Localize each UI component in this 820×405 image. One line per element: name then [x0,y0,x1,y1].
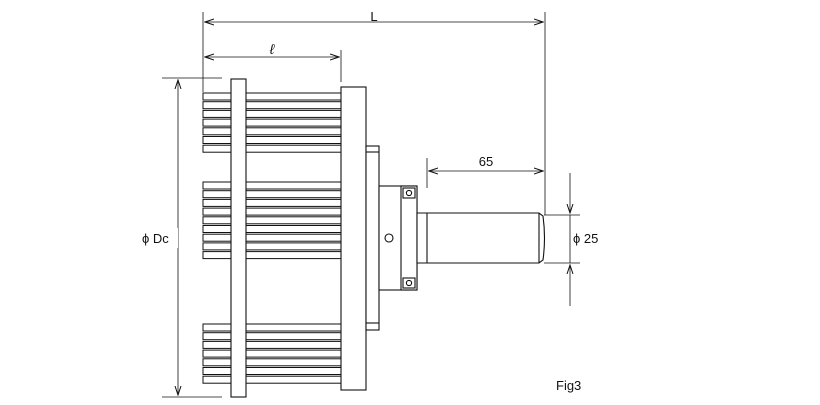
fin [202,323,342,332]
dimension-shaft-length: 65 [429,154,543,171]
fin [202,101,342,110]
front-plate [230,78,247,398]
dimension-L-label: L [370,9,377,24]
shaft [416,212,546,264]
fin [202,198,342,207]
fin [202,233,342,242]
screw-hole-top [405,189,413,197]
fin [202,358,342,367]
fin [202,349,342,358]
dimension-fin-length: ℓ [205,41,339,57]
fin [202,127,342,136]
fin [202,332,342,341]
fin [202,92,342,101]
fin [202,251,342,260]
fin [202,375,342,384]
dimension-outer-diameter-label: ϕ Dc [142,231,169,246]
dimension-shaft-length-label: 65 [479,154,493,169]
dimension-shaft-diameter-label: ϕ 25 [573,231,598,246]
fin [202,216,342,225]
screw-hole-bottom [405,279,413,287]
dimension-L: L [205,9,543,24]
mounting-flange [365,145,380,331]
dimension-shaft-diameter: ϕ 25 [570,173,605,306]
fin [202,190,342,199]
bearing-block [378,185,418,291]
fin [202,367,342,375]
fin [202,109,342,118]
fin [202,118,342,127]
fin [202,340,342,349]
fin [202,242,342,251]
fin-stack [202,92,342,384]
screw-hole-center [384,233,394,243]
rear-housing [340,86,367,391]
fin [202,225,342,233]
fin [202,181,342,190]
fin [202,207,342,216]
fin [202,136,342,144]
dimension-outer-diameter: ϕ Dc [140,80,178,395]
extension-lines [162,12,580,398]
fin [202,144,342,153]
figure-label: Fig3 [556,378,581,393]
dimension-fin-length-label: ℓ [269,41,275,57]
